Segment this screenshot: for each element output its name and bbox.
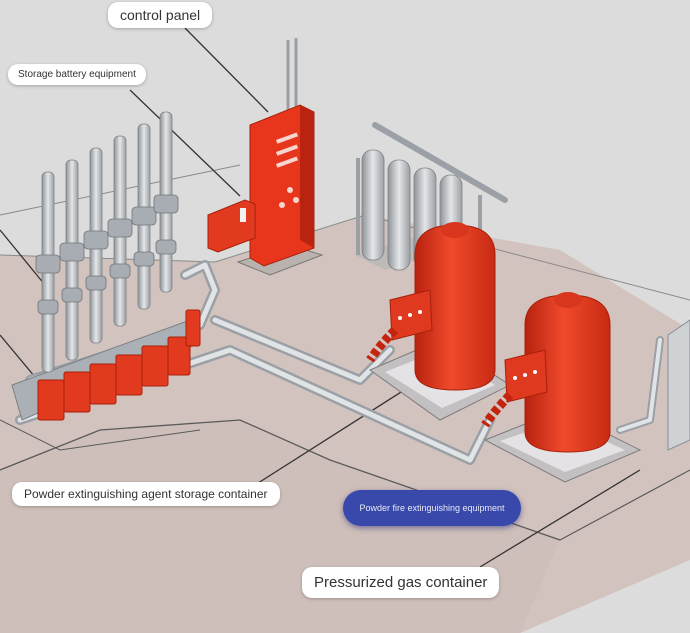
label-pressurized-gas-container: Pressurized gas container	[302, 567, 500, 598]
powder-tank-2	[481, 292, 642, 483]
main-pipeline	[15, 260, 664, 465]
storage-battery-equipment	[11, 111, 201, 421]
right-edge-cabinet	[667, 319, 690, 451]
powder-tank-1	[366, 222, 512, 421]
control-panel-cabinet	[207, 38, 324, 276]
label-powder-agent-storage-container: Powder extinguishing agent storage conta…	[12, 482, 280, 506]
label-powder-fire-extinguishing-equipment: Powder fire extinguishing equipment	[343, 490, 521, 526]
label-control-panel: control panel	[108, 2, 213, 28]
label-storage-battery-equipment: Storage battery equipment	[8, 64, 146, 85]
